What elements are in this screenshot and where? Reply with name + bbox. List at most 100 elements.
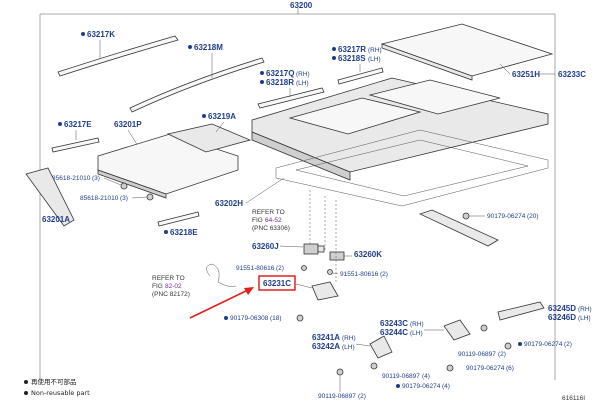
label-63246d[interactable]: 63246D (LH): [548, 313, 591, 322]
label-63219a[interactable]: 63219A: [202, 112, 236, 121]
highlight-arrow: [189, 287, 254, 319]
svg-text:(PNC 82172): (PNC 82172): [152, 291, 190, 298]
label-63217r[interactable]: 63217R (RH): [332, 45, 382, 54]
deflector-bar: [418, 209, 499, 247]
bracket-63231c: [311, 281, 339, 301]
label-90119-4[interactable]: 90119-06897: [382, 373, 420, 380]
svg-text:82-02: 82-02: [165, 283, 182, 290]
strip-63218m: [129, 57, 265, 113]
roof-opening-rear: [368, 79, 501, 115]
svg-text:REFER TO: REFER TO: [152, 275, 185, 282]
label-85618-a-qty: (3): [92, 175, 100, 182]
strip-63217q: [257, 87, 325, 109]
bolt-90179-20: [462, 212, 470, 220]
label-63231c[interactable]: 63231C: [263, 279, 291, 288]
screw-91551-b: [327, 269, 333, 275]
svg-text:(PNC 63306): (PNC 63306): [252, 225, 290, 232]
svg-text:63217K: 63217K: [87, 30, 115, 39]
guide-63241a: [369, 335, 393, 359]
clip-85618-b: [146, 193, 154, 201]
svg-text:63242A: 63242A: [312, 342, 340, 351]
label-90179-6-qty: (6): [506, 365, 514, 372]
svg-text:63218S: 63218S: [338, 54, 366, 63]
label-91551-b-qty: (2): [380, 271, 388, 278]
bullet-90179-2a: [518, 342, 522, 346]
label-90179-18-qty: (18): [270, 315, 282, 322]
clip-85618-a: [120, 182, 128, 190]
motor-63260k: [329, 251, 345, 261]
svg-text:63217E: 63217E: [64, 120, 92, 129]
label-90179-18[interactable]: 90179-06308: [230, 315, 269, 322]
label-63244c[interactable]: 63244C (LH): [380, 328, 423, 337]
highlight-box-63231c: [258, 275, 296, 291]
label-63217q[interactable]: 63217Q (RH): [260, 69, 310, 78]
assembly-bracket-63200: [39, 8, 556, 380]
label-91551-a[interactable]: 91551-80616: [236, 265, 275, 272]
label-63218e[interactable]: 63218E: [164, 228, 198, 237]
legend-item-jp: 再使用不可部品: [31, 377, 77, 386]
ref-fig-82-02[interactable]: REFER TO FIG 82-02 (PNC 82172): [152, 275, 190, 298]
svg-text:63218R: 63218R: [266, 78, 294, 87]
strip-63217e: [51, 137, 100, 153]
svg-text:(LH): (LH): [368, 56, 381, 63]
ref-fig-64-52[interactable]: REFER TO FIG 64-52 (PNC 63306): [252, 209, 290, 232]
bolt-90119-a: [480, 324, 488, 332]
label-63218s[interactable]: 63218S (LH): [332, 54, 381, 63]
label-63217e[interactable]: 63217E: [58, 120, 92, 129]
label-90179-4-qty: (4): [442, 383, 450, 390]
svg-text:(RH): (RH): [368, 47, 382, 54]
svg-text:63218M: 63218M: [194, 43, 223, 52]
svg-text:FIG: FIG: [252, 217, 263, 224]
bullet-90179-4: [396, 384, 400, 388]
label-90179-20[interactable]: 90179-06274: [487, 213, 526, 220]
label-63243c[interactable]: 63243C (RH): [380, 319, 424, 328]
guide-63243c: [443, 319, 471, 341]
label-85618-b[interactable]: 85618-21010: [80, 195, 119, 202]
label-90179-2a-qty: (2): [564, 341, 572, 348]
label-63245d[interactable]: 63245D (RH): [548, 304, 592, 313]
svg-text:63218E: 63218E: [170, 228, 198, 237]
label-91551-b[interactable]: 91551-80616: [340, 271, 379, 278]
svg-text:(RH): (RH): [578, 306, 592, 313]
image-id: 616116I: [562, 395, 585, 402]
label-63217k[interactable]: 63217K: [81, 30, 115, 39]
label-63202h[interactable]: 63202H: [215, 199, 243, 208]
svg-text:(RH): (RH): [342, 335, 356, 342]
legend-item-en: Non-reusable part: [31, 389, 90, 397]
label-63242a[interactable]: 63242A (LH): [312, 342, 355, 351]
strip-63217r: [337, 67, 384, 85]
rail-63217k: [57, 35, 179, 77]
label-63260k[interactable]: 63260K: [354, 250, 382, 259]
label-85618-b-qty: (3): [120, 195, 128, 202]
label-63201p[interactable]: 63201P: [114, 120, 142, 129]
label-90119-2b-qty: (2): [358, 393, 366, 400]
label-63260j[interactable]: 63260J: [252, 242, 279, 251]
glass-63251h-top: [380, 23, 554, 77]
screw-91551-a: [301, 265, 307, 271]
label-90179-4[interactable]: 90179-06274: [402, 383, 441, 390]
bolt-90119-4: [370, 362, 378, 370]
svg-text:63217R: 63217R: [338, 45, 366, 54]
label-90119-2b[interactable]: 90119-06897: [318, 393, 356, 400]
bolt-90179-6: [446, 364, 454, 372]
label-85618-a[interactable]: 85618-21010: [52, 175, 91, 182]
wire-harness: [206, 263, 237, 287]
label-63218r[interactable]: 63218R (LH): [260, 78, 309, 87]
svg-text:63217Q: 63217Q: [266, 69, 294, 78]
frame-63202h-inner: [295, 139, 529, 197]
svg-text:63246D: 63246D: [548, 313, 576, 322]
bolt-90179-2a: [504, 342, 512, 350]
label-90119-2a[interactable]: 90119-06897: [458, 351, 496, 358]
label-63201a[interactable]: 63201A: [42, 215, 70, 224]
svg-text:63241A: 63241A: [312, 333, 340, 342]
svg-text:FIG: FIG: [152, 283, 163, 290]
trim-63201a: [25, 167, 75, 227]
label-63233c[interactable]: 63233C: [558, 70, 586, 79]
label-63218m[interactable]: 63218M: [188, 43, 223, 52]
label-90179-6[interactable]: 90179-06274: [466, 365, 505, 372]
label-63241a[interactable]: 63241A (RH): [312, 333, 356, 342]
label-63200[interactable]: 63200: [290, 1, 313, 10]
label-90179-2a[interactable]: 90179-06274: [524, 341, 563, 348]
label-91551-a-qty: (2): [276, 265, 284, 272]
label-63251h[interactable]: 63251H: [512, 70, 540, 79]
